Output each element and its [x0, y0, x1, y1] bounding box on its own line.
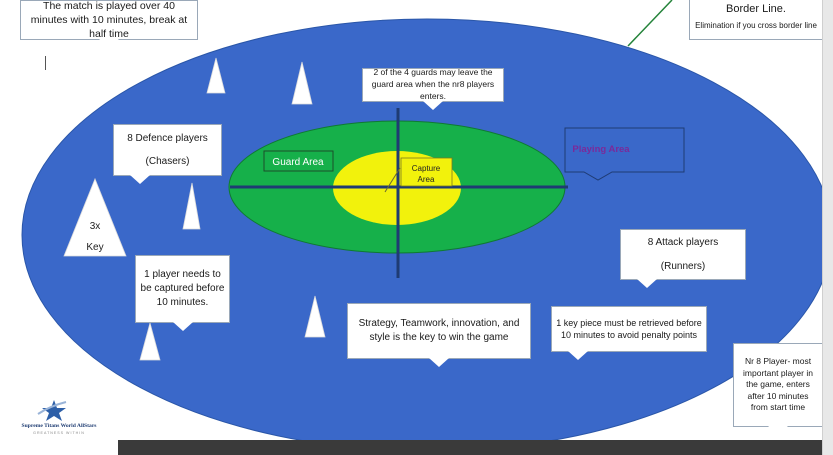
defence-role: (Chasers): [145, 156, 190, 167]
border-line-box: Border Line. Elimination if you cross bo…: [689, 0, 823, 40]
key-triangle: [63, 177, 127, 257]
border-line-title: Border Line.: [726, 3, 786, 16]
defence-players-box: 8 Defence players (Chasers): [113, 124, 222, 184]
cone-marker: [291, 61, 313, 105]
capture-rule-text: 1 player needs to be captured before 10 …: [140, 269, 225, 308]
defence-title: 8 Defence players: [127, 132, 208, 144]
text-cursor: [45, 56, 46, 70]
match-duration-box: The match is played over 40 minutes with…: [20, 0, 198, 48]
logo-name: Supreme Titans World AllStars: [22, 423, 98, 429]
capture-area-label-line1: Capture: [412, 164, 441, 173]
guards-leave-box: 2 of the 4 guards may leave the guard ar…: [362, 67, 504, 110]
right-edge-strip: [822, 0, 833, 455]
attack-players-box: 8 Attack players (Runners): [620, 229, 746, 288]
strategy-text: Strategy, Teamwork, innovation, and styl…: [358, 317, 520, 344]
guard-area-label-box: [263, 150, 334, 172]
cone-marker: [206, 57, 226, 94]
star-icon: [42, 400, 66, 421]
swoosh-icon: [37, 401, 67, 415]
border-line-note: Elimination if you cross border line: [695, 21, 817, 31]
cone-marker: [304, 295, 326, 338]
strategy-box: Strategy, Teamwork, innovation, and styl…: [347, 303, 531, 367]
playing-area-callout: [564, 127, 685, 181]
bottom-shadow-strip: [118, 440, 824, 455]
cone-marker: [139, 321, 161, 361]
playing-area-label: Playing Area: [572, 144, 630, 155]
capture-area-label-box: [400, 157, 453, 187]
match-duration-text: The match is played over 40 minutes with…: [30, 0, 188, 41]
logo-tagline: GREATNESS WITHIN: [33, 431, 85, 435]
border-line-pointer: [627, 0, 673, 47]
nr8-player-box: Nr 8 Player- most important player in th…: [733, 343, 823, 435]
capture-area-label-line2: Area: [418, 175, 435, 184]
attack-role: (Runners): [660, 260, 706, 272]
key-label: Key: [86, 242, 103, 253]
attack-title: 8 Attack players: [647, 237, 719, 248]
guard-area-label: Guard Area: [272, 157, 324, 168]
nr8-player-text: Nr 8 Player- most important player in th…: [743, 356, 813, 413]
guards-leave-text: 2 of the 4 guards may leave the guard ar…: [371, 67, 495, 101]
key-piece-box: 1 key piece must be retrieved before 10 …: [551, 306, 707, 360]
capture-pointer-line: [384, 167, 401, 193]
cone-marker: [182, 182, 201, 230]
capture-rule-box: 1 player needs to be captured before 10 …: [135, 255, 230, 331]
key-count: 3x: [90, 221, 101, 232]
key-piece-text: 1 key piece must be retrieved before 10 …: [556, 317, 702, 340]
